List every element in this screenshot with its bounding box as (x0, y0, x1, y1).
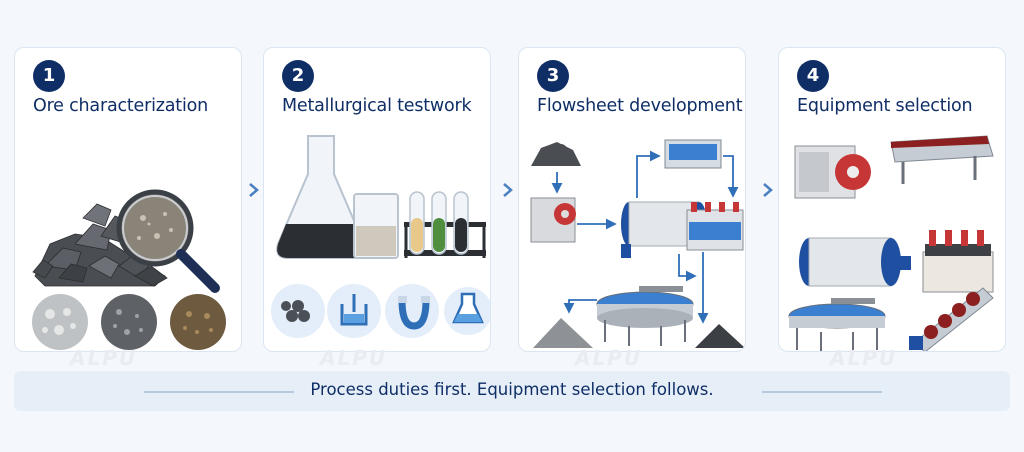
chevron-right-icon (503, 183, 513, 197)
step-title: Flowsheet development (537, 96, 743, 116)
watermark: ALPU (575, 346, 643, 370)
step-title: Metallurgical testwork (282, 96, 472, 116)
watermark: ALPU (830, 346, 898, 370)
chevron-right-icon (249, 183, 259, 197)
watermark: ALPU (320, 346, 388, 370)
step-title: Ore characterization (33, 96, 209, 116)
divider (762, 391, 882, 393)
step-title: Equipment selection (797, 96, 973, 116)
magnifier-ore-icon (32, 189, 226, 350)
step-card-equipment-selection: 4 Equipment selection (778, 47, 1006, 352)
flowsheet-icon (530, 139, 745, 348)
step-card-ore-characterization: 1 Ore characterization (14, 47, 242, 352)
equipment-icon (788, 135, 994, 351)
step-number: 2 (282, 60, 314, 92)
step-number: 4 (797, 60, 829, 92)
step-number: 1 (33, 60, 65, 92)
step-card-metallurgical-testwork: 2 Metallurgical testwork (263, 47, 491, 352)
flask-icon (271, 135, 490, 338)
summary-banner: Process duties first. Equipment selectio… (14, 371, 1010, 411)
chevron-right-icon (763, 183, 773, 197)
divider (144, 391, 294, 393)
step-number: 3 (537, 60, 569, 92)
banner-text: Process duties first. Equipment selectio… (310, 380, 714, 399)
step-card-flowsheet-development: 3 Flowsheet development (518, 47, 746, 352)
watermark: ALPU (70, 346, 138, 370)
